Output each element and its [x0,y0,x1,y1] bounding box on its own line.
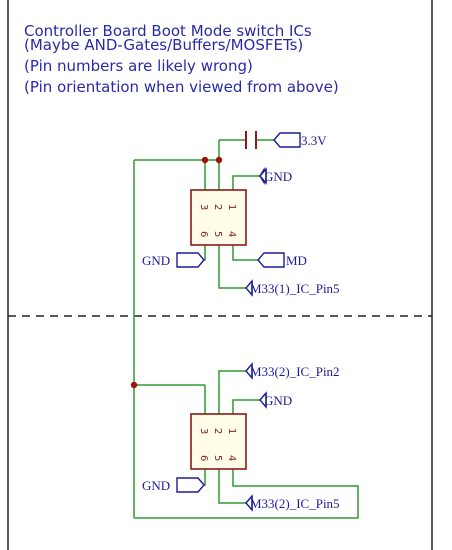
pin-number: 4 [226,231,237,237]
gnd-label: GND [142,253,170,268]
gnd-label: GND [142,478,170,493]
pin-number: 4 [226,455,237,461]
comment-line-4: (Pin orientation when viewed from above) [24,78,339,96]
gnd-port: GND [264,169,292,184]
gnd-label: GND [264,169,292,184]
gnd-port-box [259,391,267,409]
net-port-pin5: M33(1)_IC_Pin5 [250,281,340,296]
pin-number: 2 [212,428,223,434]
junction-dot [201,156,209,164]
pin-number: 3 [198,428,209,434]
gnd-port: GND [142,477,205,493]
md-label: MD [286,253,307,268]
comment-line-1: Controller Board Boot Mode switch ICs [24,22,312,40]
net-port-box [245,279,253,297]
comment-line-3: (Pin numbers are likely wrong) [24,57,253,75]
pin-number: 5 [212,455,223,461]
ic-top: 3 2 1 6 5 4 [190,189,247,246]
net-label: M33(1)_IC_Pin5 [250,281,340,296]
comment-line-2: (Maybe AND-Gates/Buffers/MOSFETs) [24,36,303,54]
net-port-box [245,362,253,380]
ic-bottom: 3 2 1 6 5 4 [190,413,247,470]
junction-dot [215,156,223,164]
pin-number: 1 [226,204,237,210]
pin-number: 6 [198,455,209,461]
junction-dot [130,381,138,389]
pin-number: 2 [212,204,223,210]
power-port-3v3: 3.3V [273,132,327,148]
pin-number: 5 [212,231,223,237]
capacitor-symbol [245,131,257,149]
pin-number: 1 [226,428,237,434]
net-label: M33(2)_IC_Pin5 [250,496,340,511]
power-label: 3.3V [301,133,327,148]
net-port-box [245,494,253,512]
gnd-port: GND [142,252,205,268]
gnd-label: GND [264,393,292,408]
pin-number: 6 [198,231,209,237]
pin-number: 3 [198,204,209,210]
net-port-pin2: M33(2)_IC_Pin2 [250,364,340,379]
sheet-frame [7,0,433,550]
md-port: MD [257,252,307,268]
gnd-port: GND [264,393,292,408]
net-label: M33(2)_IC_Pin2 [250,364,340,379]
net-port-pin5: M33(2)_IC_Pin5 [250,496,340,511]
